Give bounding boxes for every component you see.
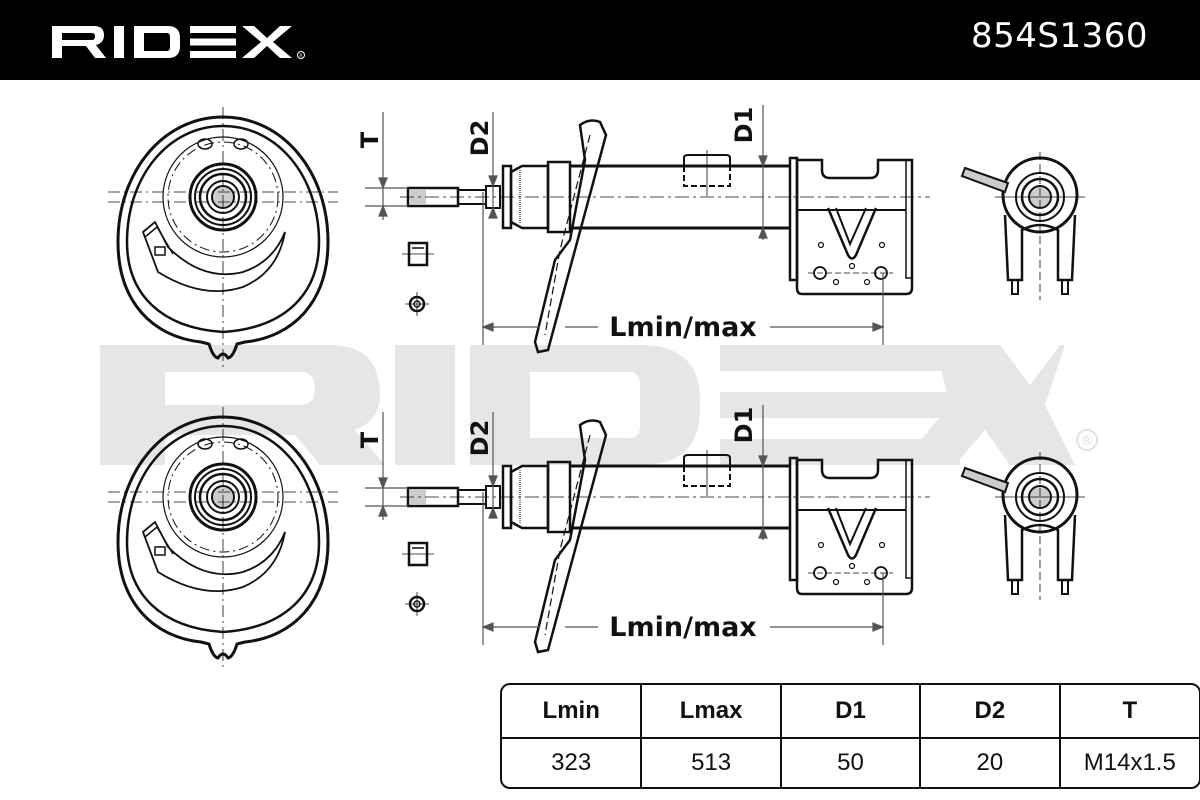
cell-d2: 20 [920,738,1061,787]
table-row: 323 513 50 20 M14x1.5 [502,738,1199,787]
cell-lmin: 323 [502,738,643,787]
ridex-watermark [100,345,1075,465]
header-t: T [1059,685,1199,739]
thread-dimension-label: T [356,431,384,448]
d1-dimension-label: D1 [730,407,758,444]
length-dimension-label: Lmin/max [609,312,756,343]
spec-table-header-row: Lmin Lmax D1 D2 T [502,685,1199,739]
thread-dimension-label: T [356,131,384,148]
top-mount-plan-view [106,105,340,369]
header-lmin: Lmin [502,685,643,739]
technical-drawing: ® T D2 D1 Lmin/max T D2 D1 Lmin/max [100,103,1098,669]
d2-dimension-label: D2 [466,120,494,157]
length-dimension-label: Lmin/max [609,612,756,643]
svg-text:®: ® [1081,434,1094,449]
part-number: 854S1360 [970,16,1148,56]
cell-d1: 50 [780,738,922,787]
cell-t: M14x1.5 [1083,749,1176,776]
header-d2: D2 [920,685,1061,739]
cell-lmax: 513 [641,738,782,787]
lower-assembly-view: T D2 D1 Lmin/max [106,403,1087,669]
d1-dimension-label: D1 [730,107,758,144]
header-bar: R 854S1360 [0,0,1200,80]
d2-dimension-label: D2 [466,420,494,457]
spec-table: Lmin Lmax D1 D2 T 323 513 50 20 M14x1.5 [500,683,1200,789]
svg-text:R: R [299,53,302,59]
header-d1: D1 [780,685,922,739]
ridex-logo: R [52,26,305,59]
registered-mark-watermark: ® [1076,429,1098,451]
header-lmax: Lmax [641,685,782,739]
upper-assembly-view: T D2 D1 Lmin/max [106,103,1087,369]
